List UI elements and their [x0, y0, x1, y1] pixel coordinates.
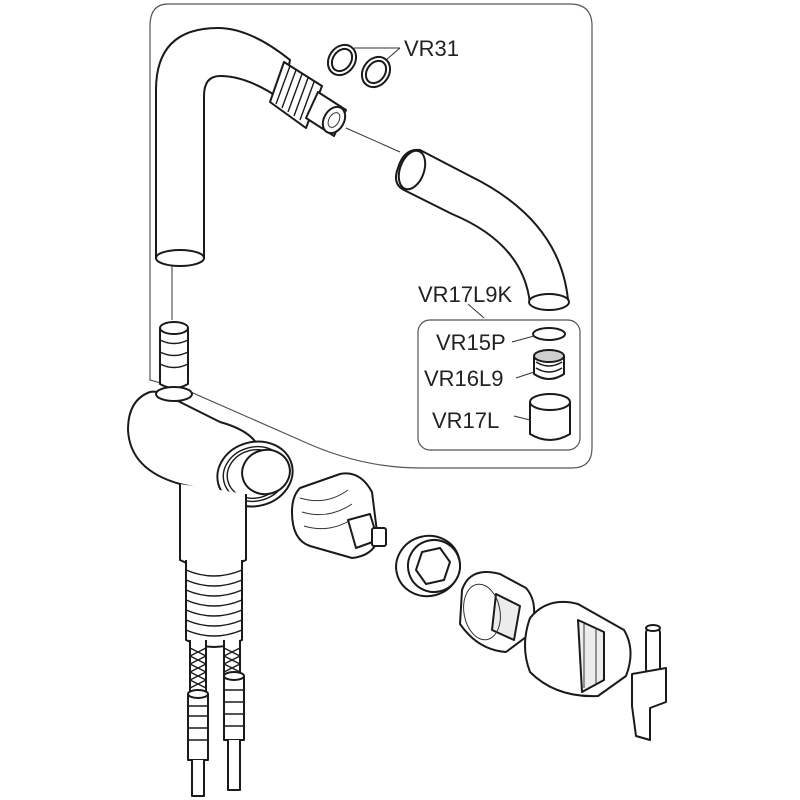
cover-sleeve: [459, 571, 536, 653]
spout-group-frame: [149, 3, 593, 469]
lever-handle: [631, 624, 667, 741]
upper-spout-pipe: [155, 27, 347, 267]
label-vr31: VR31: [404, 36, 459, 61]
threaded-shank: [185, 560, 243, 648]
hose-right: [223, 640, 245, 791]
hose-left: [187, 640, 209, 797]
label-vr16l9: VR16L9: [424, 366, 504, 391]
label-vr15p: VR15P: [436, 330, 506, 355]
vr16l9-leader: [515, 371, 535, 379]
vr16l9-aerator-insert: [533, 349, 565, 380]
vr31-o-rings: [326, 43, 401, 89]
vr17l9k-leader: [467, 303, 485, 319]
handle-housing: [524, 600, 632, 698]
label-vr17l9k: VR17L9K: [418, 282, 513, 307]
vr15p-gasket: [532, 327, 566, 341]
vr17l-leader: [513, 415, 531, 421]
label-vr17l: VR17L: [432, 408, 499, 433]
aerator-parts-frame: [417, 319, 581, 451]
vr15p-leader: [511, 335, 535, 343]
cartridge: [291, 472, 387, 559]
assembly-line-upper: [345, 127, 401, 153]
faucet-body: [127, 386, 294, 569]
swivel-connector: [159, 321, 189, 389]
retaining-nut: [395, 534, 461, 598]
lower-spout-pipe: [395, 148, 570, 311]
vr17l-aerator-housing: [529, 393, 571, 441]
